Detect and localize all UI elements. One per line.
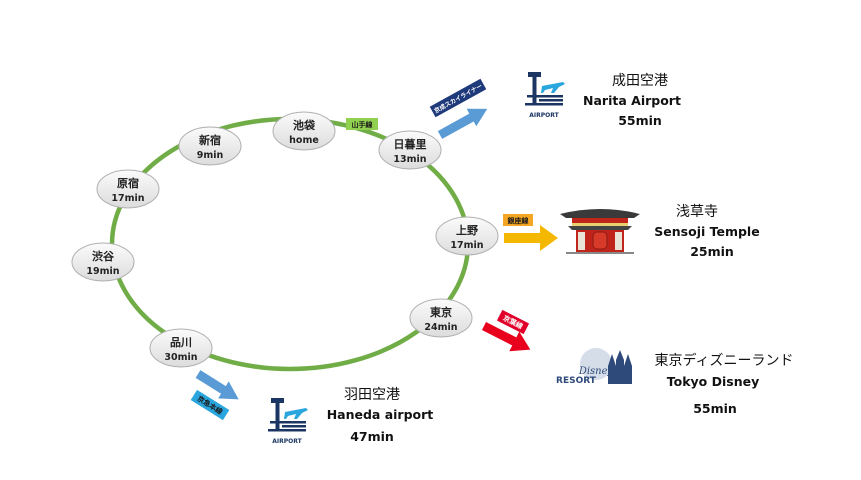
route-narita: 京成スカイライナー AIRPORT 成田空港 Narita Airport 55… bbox=[429, 72, 681, 139]
station-ueno[interactable]: 上野 17min bbox=[435, 216, 499, 256]
station-time: 17min bbox=[111, 193, 144, 204]
haneda-name-en: Haneda airport bbox=[327, 407, 434, 422]
disney-name-jp: 東京ディズニーランド bbox=[654, 352, 793, 369]
station-time: 17min bbox=[450, 240, 483, 251]
station-name: 原宿 bbox=[117, 176, 139, 190]
station-time: 30min bbox=[164, 352, 197, 363]
station-ikebukuro[interactable]: 池袋 home bbox=[272, 111, 336, 151]
station-time: 13min bbox=[393, 154, 426, 165]
station-name: 新宿 bbox=[199, 133, 221, 147]
sensoji-arrow bbox=[504, 225, 558, 251]
station-name: 品川 bbox=[170, 336, 192, 349]
disney-logo-label: RESORT bbox=[556, 376, 597, 386]
airport-icon: AIRPORT bbox=[268, 398, 308, 445]
sensoji-line-tag: 銀座線 bbox=[503, 214, 533, 226]
station-time: 24min bbox=[424, 322, 457, 333]
station-nippori[interactable]: 日暮里 13min bbox=[378, 130, 442, 170]
temple-gate-icon bbox=[560, 209, 640, 254]
station-name: 渋谷 bbox=[92, 249, 115, 263]
station-harajuku[interactable]: 原宿 17min bbox=[96, 169, 160, 209]
yamanote-line-tag: 山手線 bbox=[346, 118, 378, 130]
station-name: 日暮里 bbox=[394, 137, 427, 151]
station-shinagawa[interactable]: 品川 30min bbox=[149, 328, 213, 368]
svg-text:Disney: Disney bbox=[578, 366, 614, 377]
narita-name-en: Narita Airport bbox=[583, 93, 681, 108]
airport-icon: AIRPORT bbox=[525, 72, 565, 119]
yamanote-line-label: 山手線 bbox=[352, 120, 373, 129]
haneda-name-jp: 羽田空港 bbox=[344, 387, 400, 403]
station-time: 9min bbox=[197, 150, 224, 161]
sensoji-line-label: 銀座線 bbox=[508, 216, 529, 225]
station-shinjuku[interactable]: 新宿 9min bbox=[178, 126, 242, 166]
airport-icon-label: AIRPORT bbox=[272, 438, 302, 445]
sensoji-time: 25min bbox=[690, 244, 734, 259]
narita-name-jp: 成田空港 bbox=[612, 73, 668, 89]
narita-time: 55min bbox=[618, 113, 662, 128]
station-name: 上野 bbox=[456, 223, 478, 237]
route-haneda: 京急本線 AIRPORT 羽田空港 Haneda airport 47min bbox=[190, 370, 434, 445]
sensoji-name-jp: 浅草寺 bbox=[676, 204, 718, 220]
route-sensoji: 銀座線 浅草寺 Sensoji Temple 25min bbox=[503, 204, 760, 259]
haneda-arrow bbox=[195, 370, 239, 400]
station-name: 東京 bbox=[430, 305, 452, 319]
station-tokyo[interactable]: 東京 24min bbox=[409, 298, 473, 338]
station-time: home bbox=[289, 135, 319, 146]
disney-arrow bbox=[481, 321, 531, 352]
narita-arrow bbox=[437, 108, 488, 139]
station-time: 19min bbox=[86, 266, 119, 277]
station-name: 池袋 bbox=[293, 118, 316, 132]
disney-resort-logo: Disney RESORT bbox=[556, 348, 632, 386]
disney-time: 55min bbox=[693, 401, 737, 416]
station-shibuya[interactable]: 渋谷 19min bbox=[71, 242, 135, 282]
route-disney: 京葉線 Disney RESORT 東京ディズニーランド Tokyo Disne… bbox=[481, 309, 794, 416]
airport-icon-label: AIRPORT bbox=[529, 112, 559, 119]
sensoji-name-en: Sensoji Temple bbox=[654, 224, 759, 239]
disney-name-en: Tokyo Disney bbox=[667, 374, 759, 389]
haneda-time: 47min bbox=[350, 429, 394, 444]
